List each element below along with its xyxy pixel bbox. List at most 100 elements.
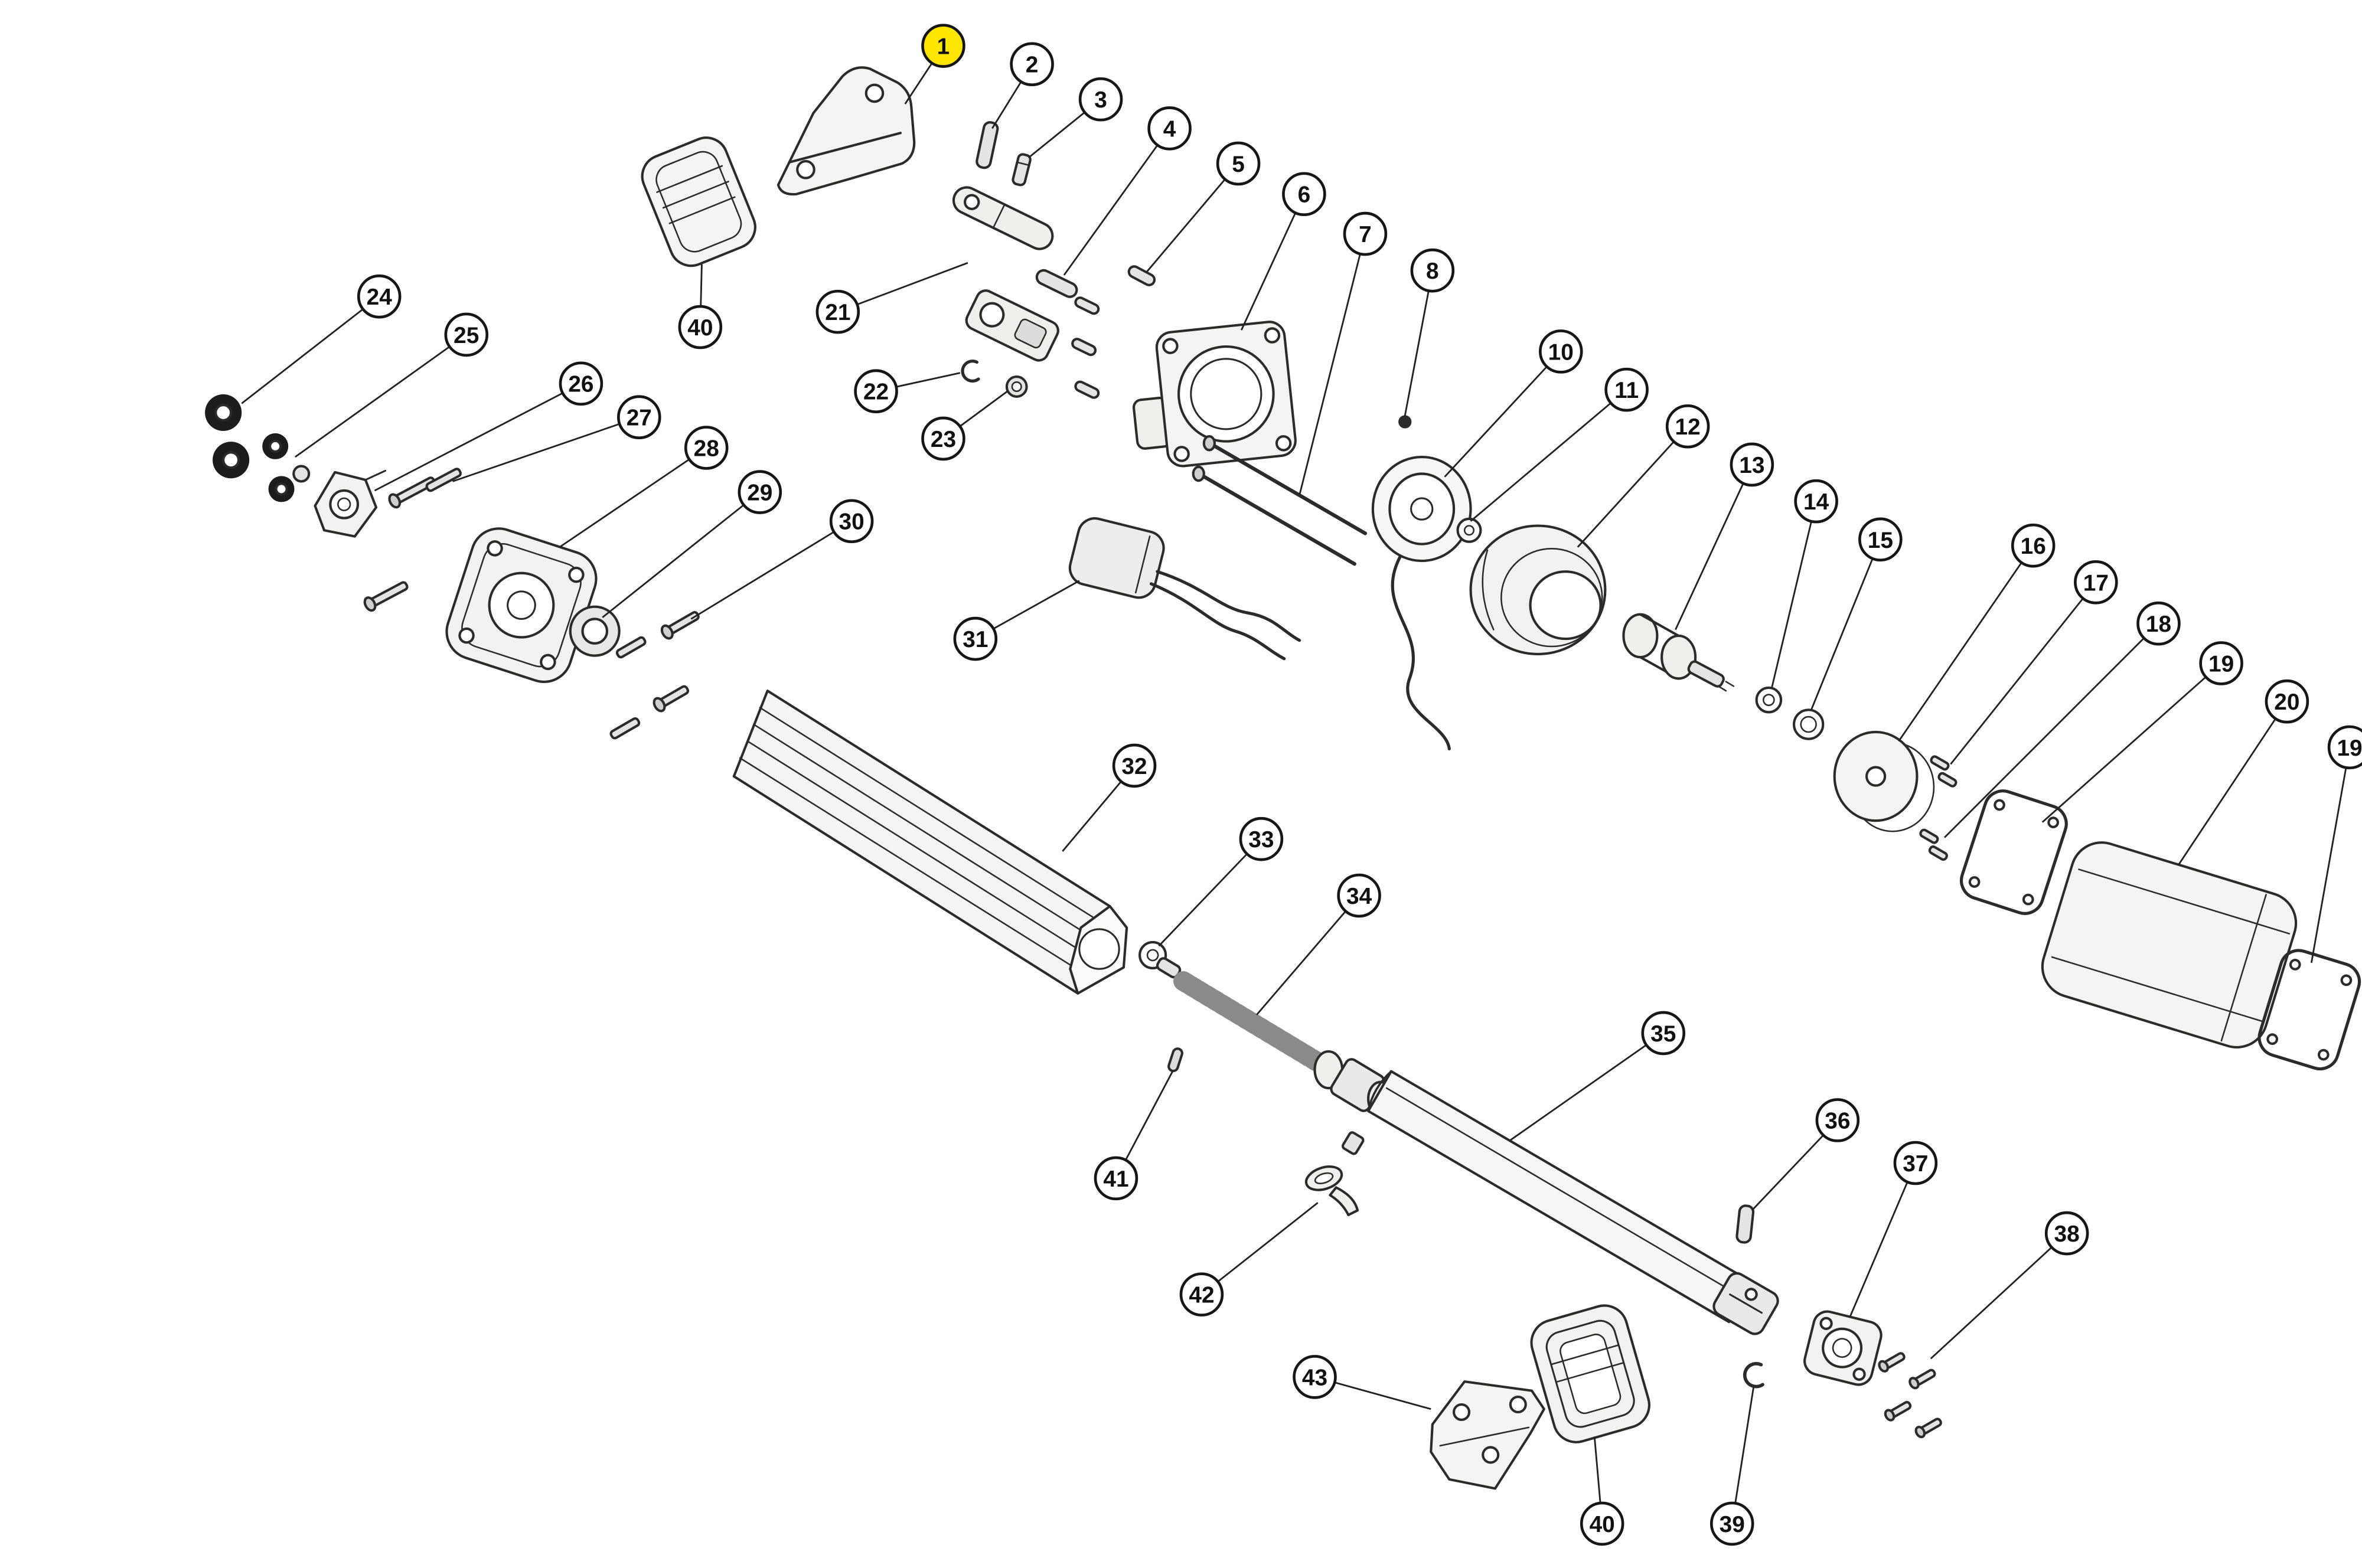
callout-balloon-2[interactable]: 2 bbox=[1010, 42, 1054, 87]
part-screws-30 bbox=[609, 611, 700, 740]
part-clamp-37 bbox=[1803, 1310, 1883, 1386]
leader-line-25 bbox=[295, 334, 467, 458]
callout-balloon-35[interactable]: 35 bbox=[1641, 1011, 1686, 1056]
callout-balloon-10[interactable]: 10 bbox=[1539, 329, 1583, 374]
leader-lines bbox=[241, 45, 2351, 1524]
part-lead-screw bbox=[1156, 957, 1394, 1155]
callout-balloon-20[interactable]: 20 bbox=[2265, 679, 2309, 724]
callout-balloon-7[interactable]: 7 bbox=[1343, 211, 1388, 256]
callout-balloon-12[interactable]: 12 bbox=[1665, 404, 1710, 449]
callout-balloon-1[interactable]: 1 bbox=[921, 24, 965, 68]
callout-balloon-13[interactable]: 13 bbox=[1730, 442, 1774, 487]
leader-line-37 bbox=[1849, 1162, 1917, 1318]
leader-line-28 bbox=[559, 447, 707, 548]
callout-balloon-18[interactable]: 18 bbox=[2136, 601, 2181, 646]
callout-balloon-17[interactable]: 17 bbox=[2074, 560, 2118, 605]
callout-balloon-29[interactable]: 29 bbox=[738, 470, 782, 514]
callout-balloon-22[interactable]: 22 bbox=[854, 369, 898, 413]
leader-line-39 bbox=[1731, 1387, 1754, 1524]
leader-line-24 bbox=[241, 296, 380, 404]
part-pin-2 bbox=[976, 121, 999, 169]
part-pin-36 bbox=[1735, 1204, 1755, 1244]
leader-line-5 bbox=[1146, 163, 1239, 273]
part-outer-tube bbox=[732, 690, 1128, 995]
leader-line-42 bbox=[1201, 1202, 1319, 1295]
leader-line-7 bbox=[1299, 233, 1366, 496]
leader-line-35 bbox=[1510, 1032, 1664, 1141]
callout-balloon-23[interactable]: 23 bbox=[921, 416, 965, 461]
callout-balloon-21[interactable]: 21 bbox=[815, 289, 860, 334]
callout-balloon-11[interactable]: 11 bbox=[1604, 367, 1649, 412]
part-screws-27 bbox=[363, 468, 462, 612]
leader-line-33 bbox=[1158, 838, 1262, 947]
leader-line-15 bbox=[1810, 539, 1881, 710]
part-rear-bracket bbox=[1430, 1380, 1545, 1490]
callout-balloon-40[interactable]: 40 bbox=[1580, 1501, 1624, 1546]
callout-balloon-27[interactable]: 27 bbox=[617, 395, 661, 439]
callout-balloon-24[interactable]: 24 bbox=[357, 274, 402, 319]
part-bearing bbox=[569, 605, 621, 657]
callout-balloon-16[interactable]: 16 bbox=[2011, 523, 2056, 568]
leader-line-6 bbox=[1240, 194, 1305, 331]
part-rear-boot bbox=[1530, 1304, 1650, 1443]
callout-balloon-26[interactable]: 26 bbox=[559, 361, 603, 406]
leader-line-21 bbox=[837, 262, 968, 313]
callout-balloon-25[interactable]: 25 bbox=[444, 312, 489, 357]
callout-balloon-3[interactable]: 3 bbox=[1078, 77, 1123, 122]
part-release-lever bbox=[952, 186, 1054, 250]
part-screw-3 bbox=[1012, 153, 1032, 187]
callout-balloon-14[interactable]: 14 bbox=[1794, 479, 1838, 524]
callout-balloon-42[interactable]: 42 bbox=[1179, 1272, 1224, 1317]
part-end-disc bbox=[1833, 730, 1935, 832]
parts-artwork bbox=[205, 66, 2361, 1490]
part-clip-39 bbox=[1743, 1362, 1764, 1389]
callout-balloon-41[interactable]: 41 bbox=[1094, 1156, 1138, 1201]
callout-balloon-40[interactable]: 40 bbox=[678, 305, 723, 349]
leader-line-18 bbox=[1944, 623, 2159, 838]
leader-line-16 bbox=[1898, 545, 2034, 742]
callout-balloon-33[interactable]: 33 bbox=[1239, 816, 1284, 861]
part-screws-38 bbox=[1878, 1352, 1942, 1439]
callout-balloon-19[interactable]: 19 bbox=[2199, 641, 2243, 685]
callout-balloon-32[interactable]: 32 bbox=[1112, 743, 1157, 788]
callout-balloon-34[interactable]: 34 bbox=[1337, 873, 1381, 918]
callout-balloon-37[interactable]: 37 bbox=[1893, 1141, 1938, 1185]
part-pin-41 bbox=[1167, 1047, 1183, 1073]
part-screws-17 bbox=[1930, 755, 1958, 788]
leader-line-29 bbox=[602, 491, 761, 618]
part-coupler bbox=[1622, 613, 1735, 692]
callout-balloon-30[interactable]: 30 bbox=[829, 499, 874, 544]
callout-balloon-6[interactable]: 6 bbox=[1282, 172, 1326, 217]
part-limit-switch bbox=[314, 469, 387, 538]
callout-balloon-31[interactable]: 31 bbox=[953, 616, 998, 661]
callout-balloon-36[interactable]: 36 bbox=[1815, 1098, 1860, 1142]
part-rear-housing bbox=[2041, 841, 2298, 1049]
part-motor bbox=[1371, 455, 1472, 751]
callout-balloon-28[interactable]: 28 bbox=[684, 426, 729, 470]
part-hook-42 bbox=[1304, 1165, 1359, 1217]
part-stator bbox=[1469, 524, 1607, 656]
callout-balloon-39[interactable]: 39 bbox=[1709, 1501, 1754, 1546]
part-washer-15 bbox=[1792, 708, 1825, 740]
part-e-clip bbox=[961, 360, 980, 383]
leader-line-12 bbox=[1577, 426, 1689, 548]
leader-line-34 bbox=[1256, 895, 1360, 1015]
part-washer-14 bbox=[1755, 686, 1783, 714]
part-through-bolts bbox=[1192, 435, 1368, 566]
leader-line-13 bbox=[1675, 464, 1753, 631]
leader-line-38 bbox=[1930, 1233, 2068, 1360]
callout-balloon-38[interactable]: 38 bbox=[2044, 1211, 2089, 1256]
leader-line-19 bbox=[2310, 747, 2351, 963]
part-washers-25 bbox=[262, 433, 311, 502]
part-lock-nut bbox=[1005, 375, 1028, 398]
leader-line-10 bbox=[1444, 351, 1562, 478]
callout-balloon-8[interactable]: 8 bbox=[1410, 248, 1455, 293]
callout-balloon-19[interactable]: 19 bbox=[2327, 725, 2362, 770]
callout-balloon-43[interactable]: 43 bbox=[1293, 1355, 1337, 1399]
part-retaining-pins bbox=[1071, 265, 1156, 399]
callout-balloon-15[interactable]: 15 bbox=[1858, 517, 1903, 562]
callout-balloon-4[interactable]: 4 bbox=[1147, 106, 1192, 151]
leader-line-20 bbox=[2177, 701, 2288, 865]
callout-balloon-5[interactable]: 5 bbox=[1216, 141, 1261, 186]
